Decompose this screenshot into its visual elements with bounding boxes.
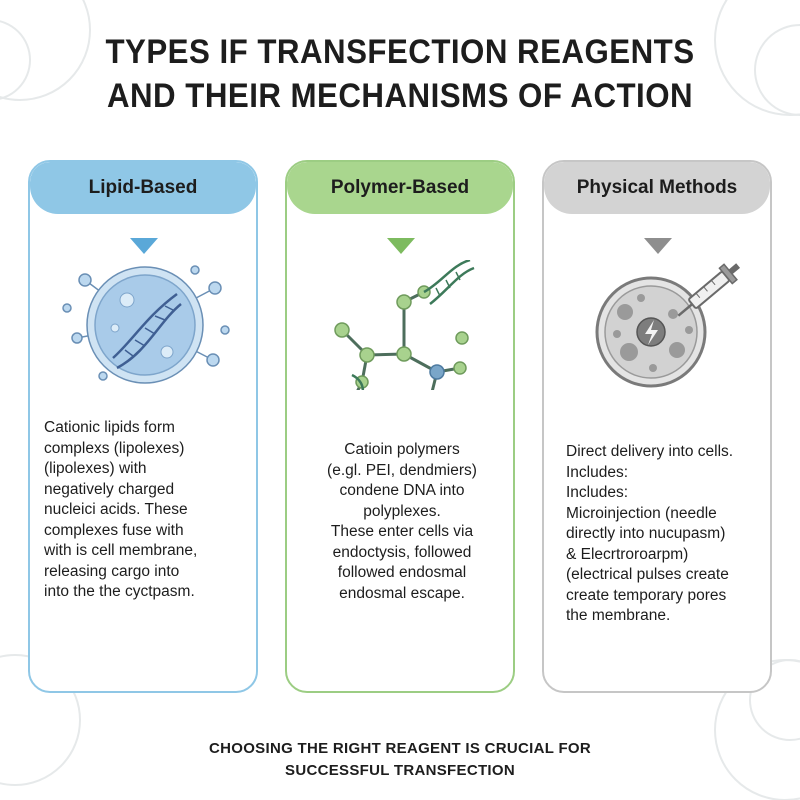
description-line: releasing cargo into [44, 562, 180, 580]
lipid-vesicle-dna-icon [62, 265, 230, 384]
page-title: TYPES IF TRANSFECTION REAGENTS AND THEIR… [69, 30, 731, 118]
description-line: (electrical pulses create [566, 566, 729, 583]
description-line: endosmal escape. [339, 584, 465, 602]
description-line: endoctysis, followed [332, 543, 472, 561]
description-line: followed endosmal [337, 564, 467, 581]
description-line: complexes fuse with [44, 521, 184, 539]
description-line: with is cell membrane, [44, 542, 198, 559]
polymer-network-dna-icon [334, 260, 475, 390]
description-line: polyplexes. [363, 502, 441, 520]
description-line: Includes: [566, 484, 629, 501]
panel-heading-lipid-based: Lipid-Based [30, 162, 256, 214]
description-line: Catioin polymers [344, 441, 460, 458]
down-arrow-icon [387, 238, 415, 254]
description-line: negatively charged [44, 480, 175, 498]
description-line: complexs (lipolexes) [44, 439, 185, 457]
description-line: Cationic lipids form [44, 419, 175, 436]
description-line: condene DNA into [339, 482, 465, 499]
title-line-1: TYPES IF TRANSFECTION REAGENTS [105, 33, 695, 71]
description-line: Microinjection (needle [566, 504, 717, 522]
panel-description-lipid-based: Cationic lipids form complexs (lipolexes… [44, 418, 246, 603]
down-arrow-icon [644, 238, 672, 254]
down-arrow-icon [130, 238, 158, 254]
panel-heading-physical-methods: Physical Methods [544, 162, 770, 214]
panel-heading-polymer-based: Polymer-Based [287, 162, 513, 214]
description-line: & Elecrtroroarpm) [566, 545, 689, 563]
description-line: the membrane. [566, 607, 671, 624]
description-line: create temporary pores [566, 586, 727, 604]
description-line: Direct delivery into cells. [566, 443, 734, 460]
footer-line-2: SUCCESSFUL TRANSFECTION [285, 762, 515, 779]
description-line: directly into nucupasm) [566, 525, 726, 542]
panel-polymer-based: Polymer-Based Catioin polymers [285, 160, 515, 693]
description-line: These enter cells via [330, 523, 474, 540]
description-line: (lipolexes) with [44, 460, 147, 477]
panel-description-physical-methods: Direct delivery into cells. Includes: In… [566, 442, 768, 627]
title-line-2: AND THEIR MECHANISMS OF ACTION [106, 77, 694, 115]
description-line: into the the cyctpasm. [44, 583, 195, 600]
panel-physical-methods: Physical Methods Direct delivery into ce… [542, 160, 772, 693]
footer-note: CHOOSING THE RIGHT REAGENT IS CRUCIAL FO… [60, 738, 740, 782]
footer-line-1: CHOOSING THE RIGHT REAGENT IS CRUCIAL FO… [208, 740, 592, 757]
description-line: (e.gl. PEI, dendmiers) [327, 461, 477, 479]
panel-description-polymer-based: Catioin polymers (e.gl. PEI, dendmiers) … [301, 440, 503, 604]
panel-lipid-based: Lipid-Based Cationic lipids form complex… [28, 160, 258, 693]
cell-electroporation-icon [595, 263, 741, 388]
description-line: Includes: [566, 463, 629, 481]
description-line: nucleici acids. These [44, 501, 188, 518]
